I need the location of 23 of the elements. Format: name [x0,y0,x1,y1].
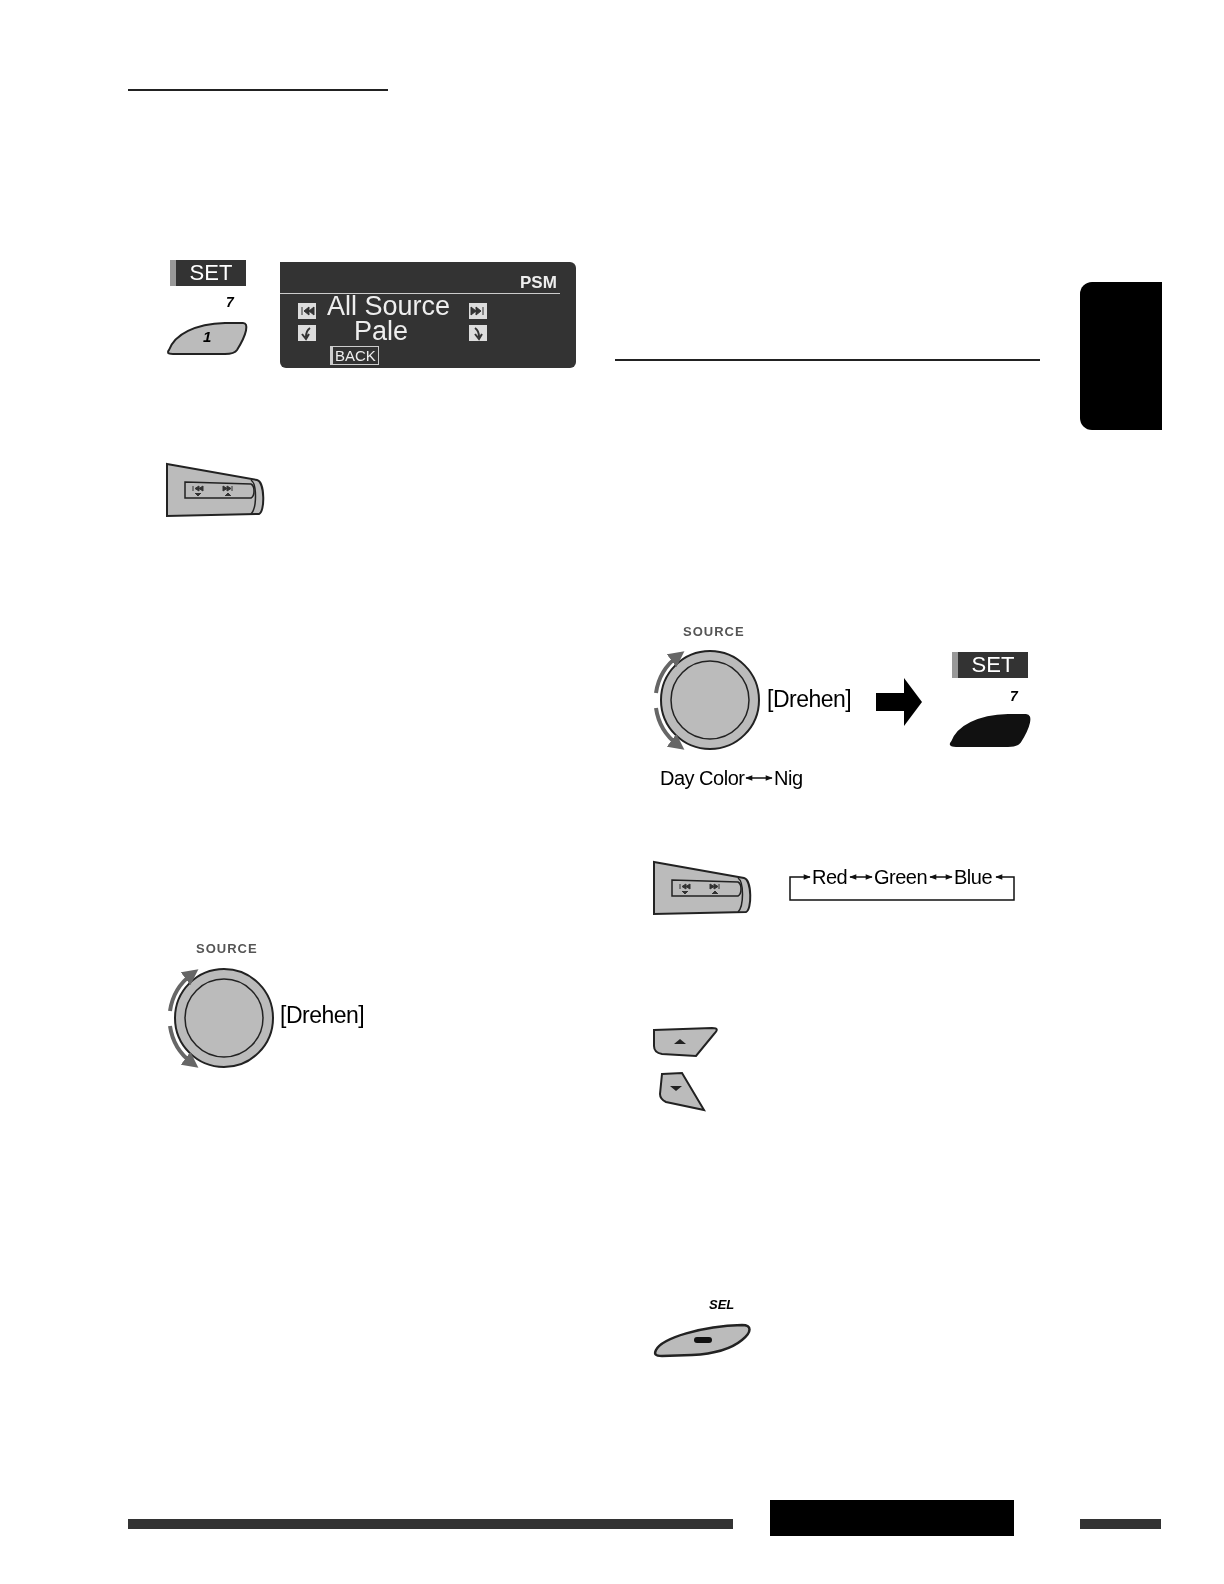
key-number: 7 [1010,688,1018,704]
option-text: Day Color [660,765,744,791]
option-text: Blue [954,864,994,890]
arrow [849,874,873,880]
button-label: SEL [709,1297,735,1312]
display-text: PSM [520,273,557,293]
knob-label: SOURCE [196,941,258,956]
set-badge: SET [952,652,1028,678]
side-tab [1080,282,1162,430]
set-badge: SET [170,260,246,286]
knob-label: [Drehen] [280,1002,365,1029]
option-text: Green [874,864,928,890]
option-text: Red [812,864,848,890]
key-number: 7 [226,294,234,310]
button-label: 1 [203,328,212,345]
arrow [876,678,922,726]
arrow [745,775,773,781]
option-text: Nig [774,765,810,791]
display-text: BACK [330,346,379,365]
knob-label: [Drehen] [767,686,852,713]
arrow [929,874,953,880]
knob-label: SOURCE [683,624,745,639]
arrow [789,874,1015,901]
